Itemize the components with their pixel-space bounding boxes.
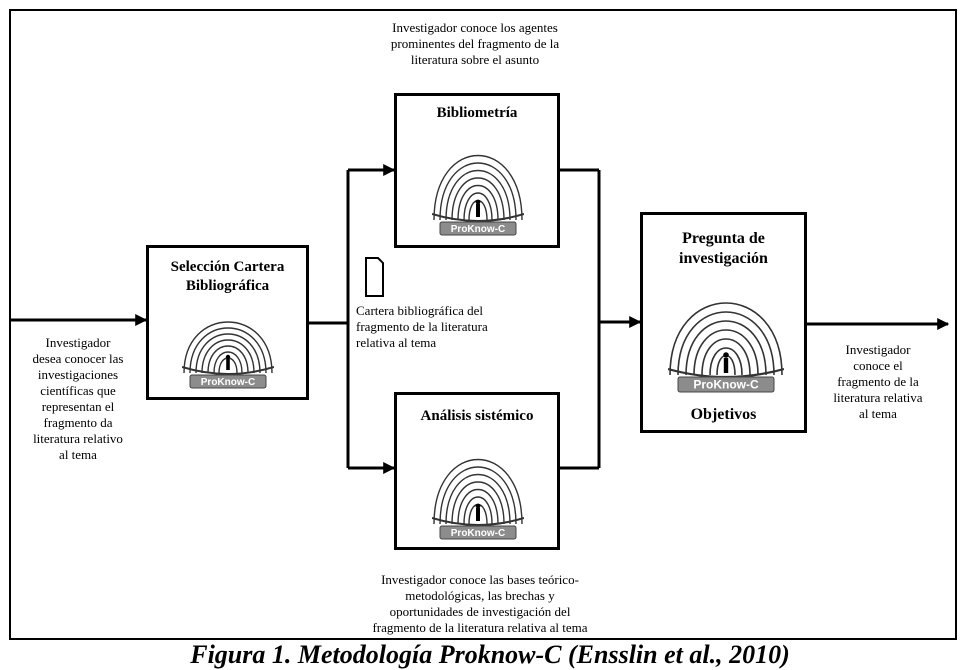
proknow-c-logo: ProKnow-C <box>668 275 784 393</box>
seleccion-cartera-box: Selección Cartera Bibliográfica ProKnow-… <box>146 245 309 400</box>
seleccion-title-line1: Selección Cartera <box>170 259 285 275</box>
cartera-note-line: Cartera bibliográfica del <box>356 303 484 318</box>
pregunta-footer: Objetivos <box>690 406 757 423</box>
input-note-line: científicas que <box>40 383 116 398</box>
input-note-line: representan el <box>41 399 115 414</box>
proknow-c-logo-label: ProKnow-C <box>693 378 759 392</box>
proknow-c-logo: ProKnow-C <box>432 128 524 236</box>
output-note-line: fragmento de la <box>837 374 919 389</box>
analisis-note: Investigador conoce las bases teórico- m… <box>340 572 620 636</box>
proknow-c-logo-label: ProKnow-C <box>451 224 505 235</box>
cartera-note-line: relativa al tema <box>356 335 437 350</box>
output-note-line: al tema <box>859 406 897 421</box>
output-note: Investigador conoce el fragmento de la l… <box>818 342 938 422</box>
analisis-note-line: oportunidades de investigación del <box>389 604 571 619</box>
output-note-line: Investigador <box>845 342 911 357</box>
proknow-c-logo-label: ProKnow-C <box>201 377 255 388</box>
figure-caption: Figura 1. Metodología Proknow-C (Ensslin… <box>190 640 790 669</box>
input-note-line: investigaciones <box>37 367 119 382</box>
proknow-c-logo: ProKnow-C <box>182 301 274 389</box>
output-note-line: conoce el <box>853 358 903 373</box>
cartera-note-line: fragmento de la literatura <box>356 319 488 334</box>
bibliometria-title: Bibliometría <box>436 105 518 121</box>
analisis-note-line: fragmento de la literatura relativa al t… <box>372 620 588 635</box>
bibliometria-note: Investigador conoce los agentes prominen… <box>350 20 600 68</box>
bibliometria-box: Bibliometría ProKnow-C <box>394 93 560 248</box>
bibliometria-note-line: literatura sobre el asunto <box>410 52 540 67</box>
input-note-line: literatura relativo <box>33 431 123 446</box>
proknow-c-logo-label: ProKnow-C <box>451 528 505 539</box>
output-note-line: literatura relativa <box>833 390 923 405</box>
analisis-sistemico-box: Análisis sistémico ProKnow-C <box>394 392 560 550</box>
analisis-title: Análisis sistémico <box>420 408 534 424</box>
input-note-line: Investigador <box>45 335 111 350</box>
seleccion-title-line2: Bibliográfica <box>185 278 270 294</box>
pregunta-title-line2: investigación <box>679 250 768 267</box>
bibliometria-note-line: prominentes del fragmento de la <box>390 36 560 51</box>
diagram-frame <box>9 9 957 640</box>
proknow-c-logo: ProKnow-C <box>432 432 524 540</box>
cartera-note: Cartera bibliográfica del fragmento de l… <box>356 303 556 351</box>
input-note: Investigador desea conocer las investiga… <box>14 335 142 463</box>
input-note-line: desea conocer las <box>32 351 124 366</box>
pregunta-investigacion-box: Pregunta de investigación ProKnow-C Obje… <box>640 212 807 433</box>
input-note-line: al tema <box>59 447 97 462</box>
bibliometria-note-line: Investigador conoce los agentes <box>392 20 558 35</box>
input-note-line: fragmento da <box>43 415 113 430</box>
analisis-note-line: metodológicas, las brechas y <box>405 588 555 603</box>
document-icon <box>365 257 384 297</box>
analisis-note-line: Investigador conoce las bases teórico- <box>381 572 579 587</box>
pregunta-title-line1: Pregunta de <box>682 230 765 247</box>
